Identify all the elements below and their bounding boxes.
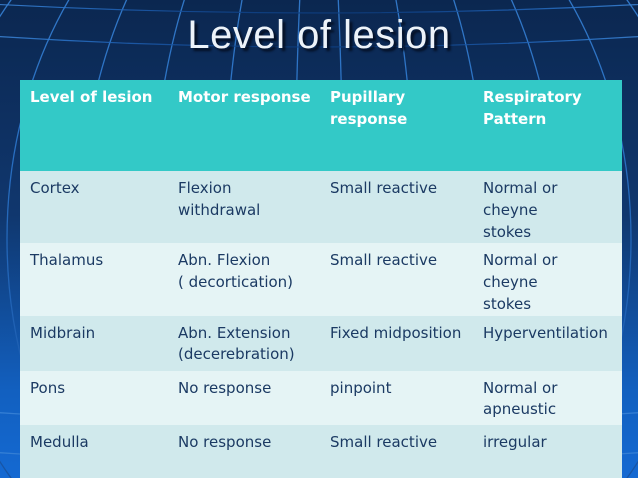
column-header-motor-response: Motor response (178, 88, 311, 106)
lesion-table: Level of lesion Motor response Pupillary… (20, 80, 622, 478)
cell-motor: No response (178, 378, 272, 397)
cell-respiratory: Normal or cheyne stokes (483, 251, 558, 313)
cell-respiratory: Hyperventilation (483, 323, 608, 342)
cell-pupillary: Small reactive (330, 251, 438, 270)
cell-respiratory: Normal or apneustic (483, 378, 558, 419)
cell-motor: Abn. Flexion ( decortication) (178, 251, 294, 291)
table-header-row: Level of lesion Motor response Pupillary… (20, 80, 622, 171)
globe-latitude-lines (0, 3, 638, 465)
cell-level: Midbrain (30, 323, 96, 342)
column-header-respiratory-pattern: Respiratory Pattern (483, 88, 582, 128)
cell-level: Medulla (30, 432, 89, 451)
cell-motor: No response (178, 432, 272, 451)
cell-level: Cortex (30, 179, 80, 197)
cell-motor: Flexion withdrawal (178, 179, 261, 219)
table-row-pons: Pons No response pinpoint Normal or apne… (20, 370, 622, 425)
table-row-cortex: Cortex Flexion withdrawal Small reactive… (20, 171, 622, 244)
table-row-thalamus: Thalamus Abn. Flexion ( decortication) S… (20, 243, 622, 316)
cell-pupillary: Small reactive (330, 179, 438, 197)
cell-respiratory: irregular (483, 432, 547, 451)
table-row-midbrain: Midbrain Abn. Extension (decerebration) … (20, 315, 622, 371)
column-header-level-of-lesion: Level of lesion (30, 88, 153, 106)
cell-respiratory: Normal or cheyne stokes (483, 179, 558, 241)
cell-motor: Abn. Extension (decerebration) (178, 323, 295, 364)
cell-pupillary: pinpoint (330, 378, 392, 397)
cell-level: Thalamus (30, 251, 104, 270)
table-row-medulla: Medulla No response Small reactive irreg… (20, 424, 622, 478)
cell-pupillary: Fixed midposition (330, 323, 462, 342)
column-header-pupillary-response: Pupillary response (330, 88, 408, 128)
cell-level: Pons (30, 378, 66, 397)
cell-pupillary: Small reactive (330, 432, 438, 451)
slide-title: Level of lesion (187, 13, 451, 57)
